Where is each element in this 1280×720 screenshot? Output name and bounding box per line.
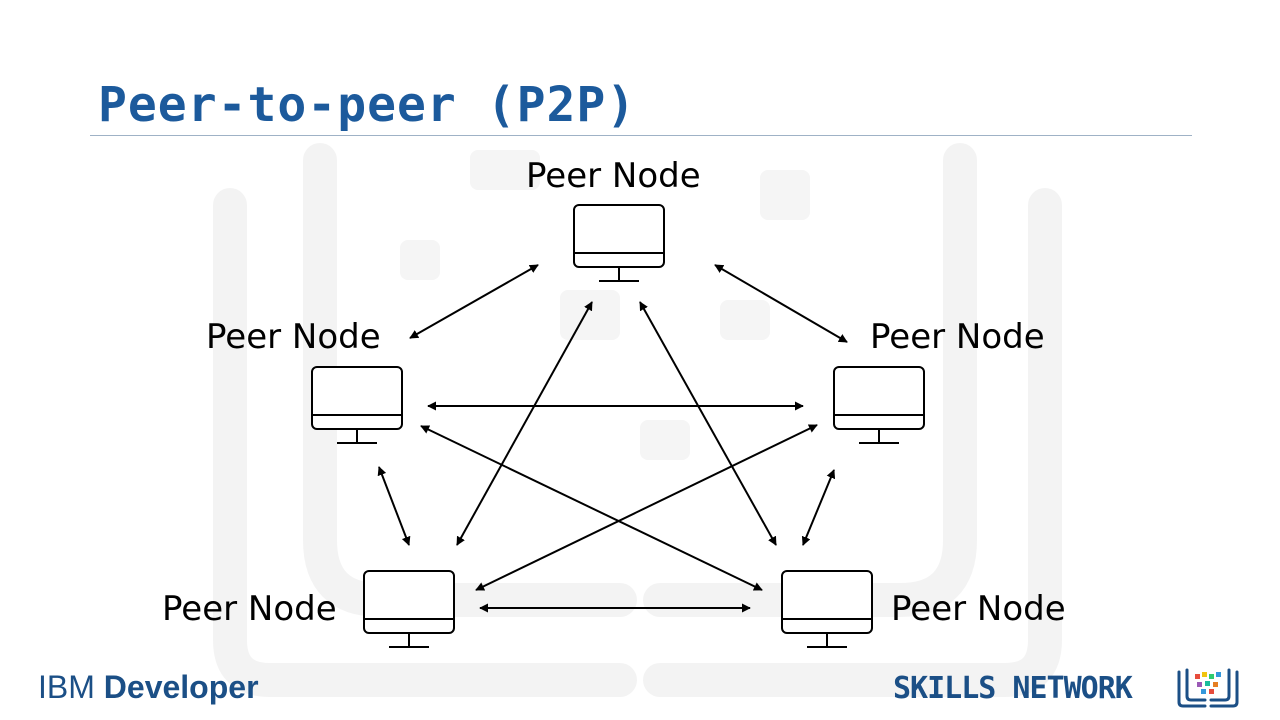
- desktop-monitor-icon: [833, 366, 925, 444]
- arrow-left-bottomright: [420, 425, 763, 591]
- slide-title: Peer-to-peer (P2P): [98, 77, 637, 133]
- peer-node-label-right: Peer Node: [870, 317, 1045, 357]
- ibm-developer-logo: IBM Developer: [38, 668, 259, 706]
- connection-arrows: [377, 264, 848, 613]
- desktop-monitor-icon: [781, 570, 873, 648]
- peer-node-label-left: Peer Node: [206, 317, 381, 357]
- peer-node-label-top: Peer Node: [526, 156, 701, 196]
- desktop-monitor-icon: [311, 366, 403, 444]
- peer-node-label-bottom-left: Peer Node: [162, 589, 337, 629]
- desktop-monitor-icon: [363, 570, 455, 648]
- arrow-top-right: [714, 264, 848, 343]
- arrow-top-left: [409, 264, 539, 339]
- title-divider: [90, 135, 1192, 136]
- arrow-top-bottomright: [639, 301, 777, 546]
- peer-node-label-bottom-right: Peer Node: [891, 589, 1066, 629]
- skills-network-book-icon: [1177, 668, 1239, 708]
- brand-suffix: Developer: [103, 669, 259, 705]
- skills-network-label: SKILLS NETWORK: [893, 671, 1133, 706]
- desktop-monitor-icon: [573, 204, 665, 282]
- arrow-left-bottomleft: [377, 466, 411, 546]
- arrow-right-bottomleft: [475, 424, 818, 591]
- brand-prefix: IBM: [38, 669, 95, 705]
- arrow-right-bottomright: [801, 469, 836, 546]
- arrow-top-bottomleft: [456, 301, 593, 546]
